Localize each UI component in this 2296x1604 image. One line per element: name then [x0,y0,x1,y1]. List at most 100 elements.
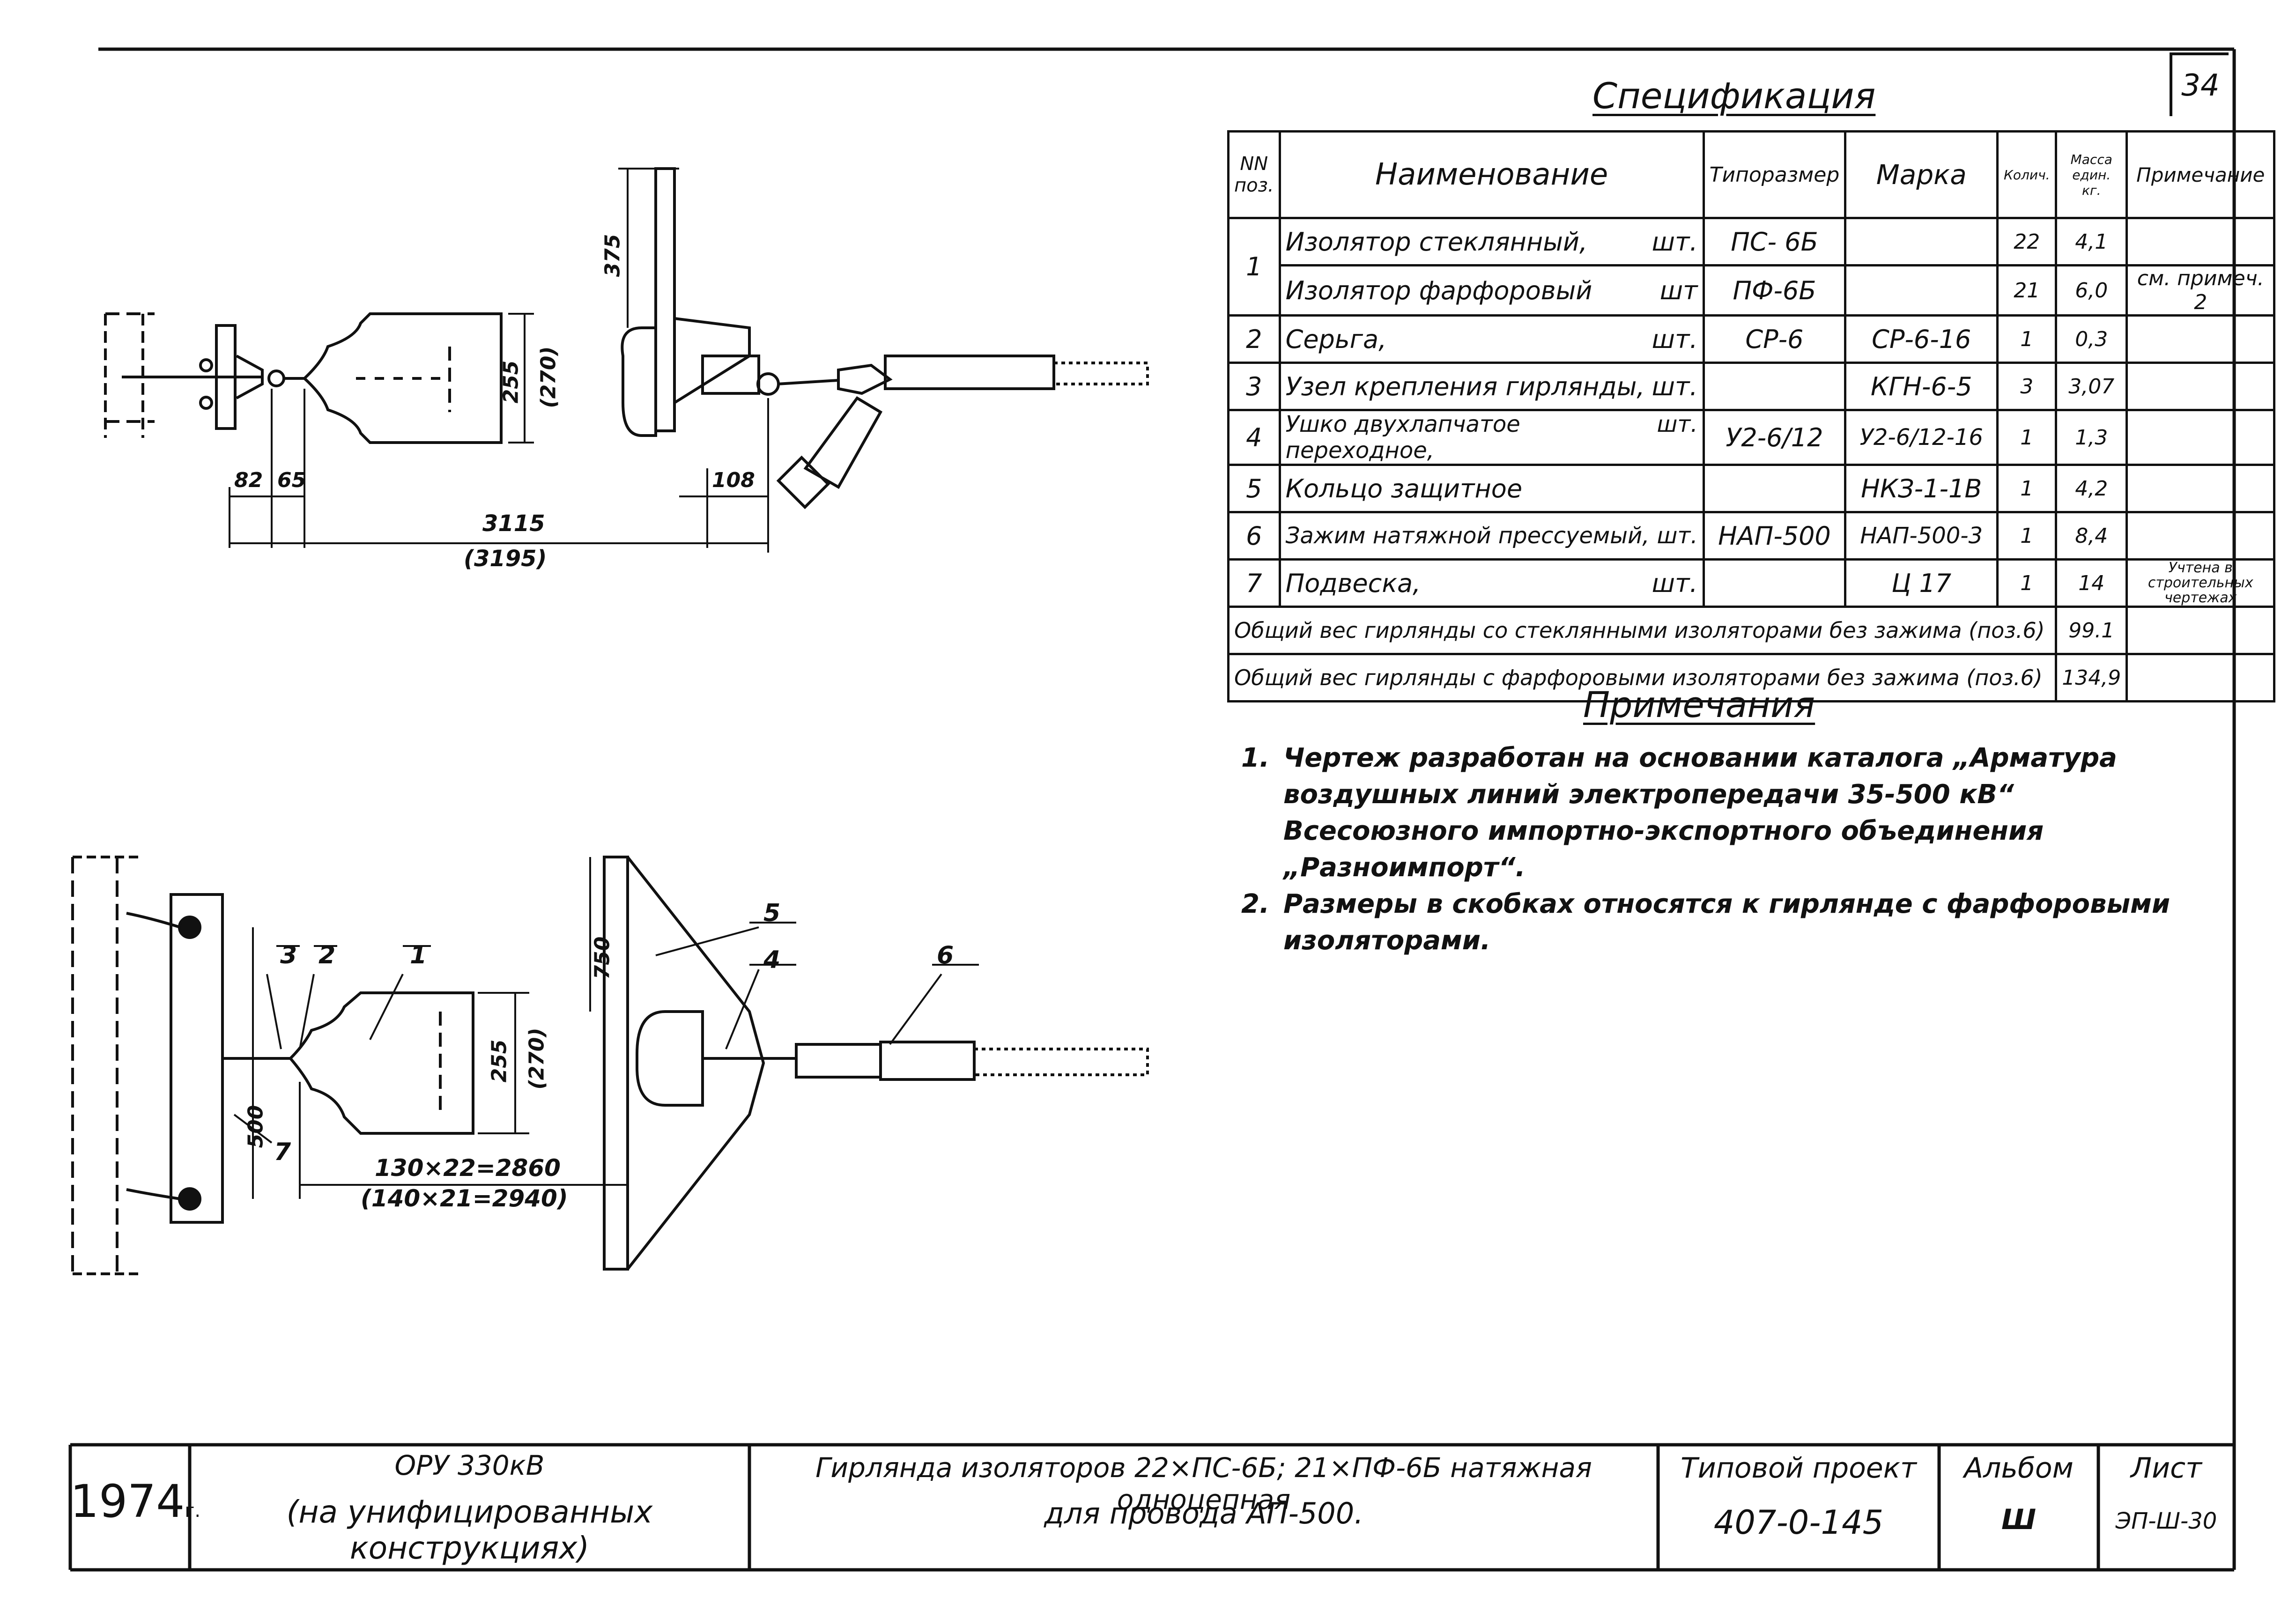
callout-label: 5 [763,899,781,927]
dim-label: (3195) [464,546,547,572]
callout-leader [369,974,404,1040]
row-note [2126,314,2276,364]
table-row: Общий вес гирлянды с фарфоровыми изолято… [1227,653,2276,702]
row-note [2126,464,2276,513]
bolt [199,396,213,410]
bolt [199,358,213,372]
conductor [1052,362,1149,385]
clamp-sleeve [879,1041,976,1081]
table-row: 6 Зажим натяжной прессуемый,шт. НАП-500 … [1227,511,2276,561]
insulator-cap [636,1010,704,1107]
table-row: 3 Узел крепления гирлянды,шт. КГН-6-5 3 … [1227,362,2276,411]
row-type: У2-6/12 [1702,409,1847,466]
note-number: 2. [1241,889,1270,919]
row-unit: шт. [1652,324,1698,354]
row-name: Серьга, [1285,324,1387,354]
dim-label: 65 [277,468,306,492]
year-suffix: г. [185,1500,201,1522]
header-qty: Колич. [1996,130,2058,219]
row-mass: 3,07 [2055,362,2128,411]
row-qty: 1 [1996,409,2058,466]
row-unit: шт. [1657,411,1698,437]
row-name: Подвеска, [1285,568,1421,598]
callout-label: 6 [937,941,954,969]
row-mark: Ц 17 [1844,558,1999,608]
project-number: 407-0-145 [1713,1503,1884,1542]
row-name: Ушко двухлапчатое переходное, [1285,411,1520,464]
row-mark: У2-6/12-16 [1844,409,1999,466]
row-mass: 8,4 [2055,511,2128,561]
loop-clamp [803,396,883,489]
row-type [1702,558,1847,608]
callout-label: 1 [410,941,427,969]
protective-ring [603,856,629,1271]
row-qty: 1 [1996,558,2058,608]
row-pos: 2 [1227,314,1281,364]
callout-label: 4 [763,946,781,974]
album-number: Ш [2001,1503,2037,1536]
row-unit: шт. [1652,227,1698,257]
header-name: Наименование [1278,130,1705,219]
row-type: ПФ-6Б [1702,264,1847,317]
description-line1: Гирлянда изоляторов 22×ПС-6Б; 21×ПФ-6Б н… [815,1452,1592,1515]
object-name-line2: (на унифицированных конструкциях) [286,1494,653,1566]
row-unit: шт. [1657,523,1698,549]
row-mark: НКЗ-1-1В [1844,464,1999,513]
row-qty: 21 [1996,264,2058,317]
list-item: 2. Размеры в скобках относятся к гирлянд… [1241,886,2215,959]
insulator-string [288,991,474,1135]
row-qty: 1 [1996,314,2058,364]
row-mass: 14 [2055,558,2128,608]
yoke [674,317,751,404]
callout-leader [889,973,942,1045]
row-mark [1844,264,1999,317]
row-type: ПС- 6Б [1702,217,1847,266]
row-note [2126,217,2276,266]
row-name: Узел крепления гирлянды, [1285,371,1645,401]
dim-label: (140×21=2940) [361,1185,568,1212]
total-value: 134,9 [2055,653,2128,702]
notes-title: Примечания [1583,684,1815,725]
row-mark: КГН-6-5 [1844,362,1999,411]
row-mass: 4,1 [2055,217,2128,266]
table-row: 4 Ушко двухлапчатое переходное,шт. У2-6/… [1227,409,2276,466]
clamp [236,355,264,399]
row-note [2126,362,2276,411]
header-pos: NN поз. [1227,130,1281,219]
note-text: Размеры в скобках относятся к гирлянде с… [1283,889,2170,956]
dim-label: 82 [234,468,263,492]
album-label: Альбом [1964,1452,2074,1485]
header-mass: Масса един. кг. [2055,130,2128,219]
table-row: 2 Серьга,шт. СР-6 СР-6-16 1 0,3 [1227,314,2276,364]
year: 1974 [70,1475,185,1528]
row-pos: 3 [1227,362,1281,411]
sheet-code: ЭП-Ш-30 [2115,1508,2217,1534]
table-row: 1 Изолятор стеклянный, шт. ПС- 6Б 22 4,1 [1227,217,2276,317]
row-qty: 22 [1996,217,2058,266]
link-rod [777,379,839,385]
callout-label: 7 [274,1138,291,1166]
row-mass: 0,3 [2055,314,2128,364]
header-note: Примечание [2126,130,2276,219]
loop-conductor [776,455,830,510]
dim-label: 130×22=2860 [375,1154,561,1182]
callout-label: 2 [318,941,336,969]
dim-label: 3115 [482,510,545,537]
spec-table: NN поз. Наименование Типоразмер Марка Ко… [1227,130,2276,702]
row-mark [1844,217,1999,266]
row-unit: шт [1659,275,1698,305]
row-name: Изолятор стеклянный, [1285,227,1588,257]
row-qty: 1 [1996,511,2058,561]
row-type [1702,362,1847,411]
project-label: Типовой проект [1681,1452,1917,1485]
total-value: 99.1 [2055,606,2128,655]
row-pos: 7 [1227,558,1281,608]
header-type: Типоразмер [1702,130,1847,219]
table-row: Общий вес гирлянды со стеклянными изолят… [1227,606,2276,655]
row-pos: 1 [1227,217,1281,317]
note-text: Чертеж разработан на основании каталога … [1283,743,2117,883]
conductor [973,1048,1149,1076]
